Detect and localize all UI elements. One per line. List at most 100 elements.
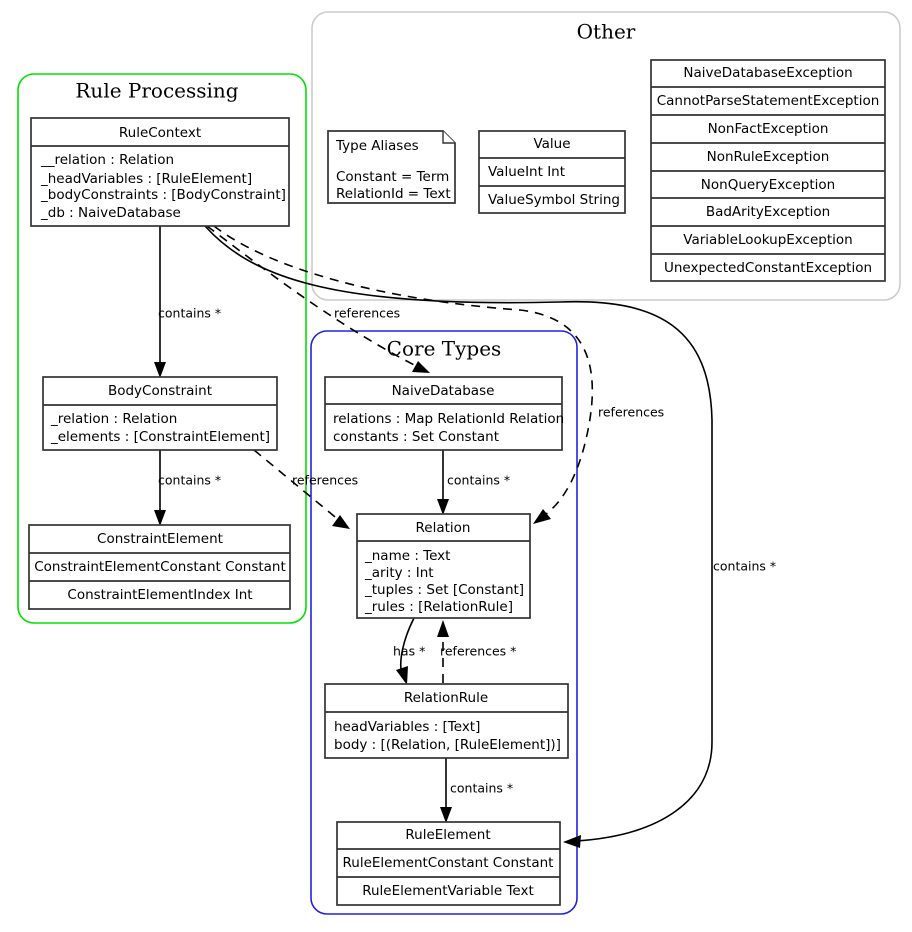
class-relation-rule-attr-0: headVariables : [Text] bbox=[334, 719, 480, 735]
class-value[interactable]: Value ValueInt Int ValueSymbol String bbox=[478, 130, 626, 214]
arrow-head bbox=[437, 620, 449, 637]
edge-path bbox=[204, 225, 713, 842]
class-exceptions-row-5: VariableLookupException bbox=[683, 232, 852, 248]
edge-naivedatabase-contains-relation: contains * bbox=[437, 450, 510, 515]
note-type-aliases-title: Type Aliases bbox=[335, 138, 419, 154]
class-relation-name: Relation bbox=[416, 520, 471, 536]
edge-rulecontext-contains-bodyconstraint: contains * bbox=[154, 226, 221, 378]
package-rule-processing: Rule Processing bbox=[17, 73, 307, 624]
edge-path bbox=[253, 449, 341, 522]
class-constraint-element-box bbox=[28, 524, 291, 610]
package-rule-processing-title: Rule Processing bbox=[75, 79, 238, 103]
class-relation-attr-1: _arity : Int bbox=[364, 565, 434, 581]
class-rule-element-row-1: RuleElementVariable Text bbox=[362, 883, 534, 899]
arrow-head bbox=[437, 499, 449, 515]
class-exceptions-row-0: CannotParseStatementException bbox=[657, 93, 880, 109]
arrow-head bbox=[332, 515, 350, 529]
class-naive-database-box bbox=[324, 376, 563, 451]
class-relation-rule[interactable]: RelationRule headVariables : [Text] body… bbox=[324, 683, 569, 759]
class-body-constraint-box bbox=[42, 376, 278, 451]
class-exceptions-row-4: BadArityException bbox=[706, 204, 830, 220]
class-exceptions-row-6: UnexpectedConstantException bbox=[664, 260, 872, 276]
edge-path bbox=[206, 225, 421, 369]
class-constraint-element-row-0: ConstraintElementConstant Constant bbox=[34, 559, 286, 575]
class-rule-context-attr-0: __relation : Relation bbox=[40, 152, 174, 168]
class-relation-rule-attr-1: body : [(Relation, [RuleElement])] bbox=[334, 737, 561, 753]
class-relation-attr-3: _rules : [RelationRule] bbox=[364, 599, 513, 615]
arrow-head bbox=[440, 807, 452, 823]
class-exceptions-row-2: NonRuleException bbox=[707, 149, 830, 165]
class-rule-context-attr-3: _db : NaiveDatabase bbox=[40, 205, 181, 221]
edge-label: references bbox=[334, 306, 400, 321]
class-body-constraint-attr-0: _relation : Relation bbox=[50, 411, 177, 427]
class-relation[interactable]: Relation _name : Text _arity : Int _tupl… bbox=[356, 513, 531, 619]
class-exceptions-row-3: NonQueryException bbox=[701, 177, 835, 193]
class-constraint-element[interactable]: ConstraintElement ConstraintElementConst… bbox=[28, 524, 291, 610]
class-relation-box bbox=[356, 513, 531, 619]
class-rule-context-box bbox=[30, 117, 290, 227]
class-body-constraint[interactable]: BodyConstraint _relation : Relation _ele… bbox=[42, 376, 278, 451]
arrow-head bbox=[154, 510, 166, 526]
arrow-head bbox=[533, 509, 551, 524]
note-type-aliases-body bbox=[327, 130, 456, 204]
class-relation-rule-box bbox=[324, 683, 569, 759]
edge-rulecontext-contains-ruleelement: contains * bbox=[204, 225, 776, 848]
class-value-name: Value bbox=[533, 136, 570, 152]
class-exceptions[interactable]: NaiveDatabaseException CannotParseStatem… bbox=[650, 59, 886, 282]
arrow-head bbox=[154, 362, 166, 378]
class-body-constraint-name: BodyConstraint bbox=[108, 383, 212, 399]
class-relation-rule-name: RelationRule bbox=[404, 690, 488, 706]
edge-label: contains * bbox=[158, 306, 221, 321]
note-type-aliases-fold-icon bbox=[442, 131, 455, 144]
class-naive-database-attr-1: constants : Set Constant bbox=[333, 429, 499, 445]
edge-label: has * bbox=[393, 644, 425, 659]
edge-bodyconstraint-contains-constraintelement: contains * bbox=[154, 450, 221, 526]
class-rule-element-name: RuleElement bbox=[405, 827, 490, 843]
edge-label: references bbox=[292, 473, 358, 488]
package-other-title: Other bbox=[577, 20, 636, 44]
note-type-aliases-line-0: Constant = Term bbox=[336, 169, 449, 185]
package-core-types-title: Core Types bbox=[387, 337, 502, 361]
class-rule-element-box bbox=[336, 821, 561, 906]
class-rule-context-attr-2: _bodyConstraints : [BodyConstraint] bbox=[40, 187, 286, 203]
class-naive-database-attr-0: relations : Map RelationId Relation bbox=[333, 411, 564, 427]
class-rule-element[interactable]: RuleElement RuleElementConstant Constant… bbox=[336, 821, 561, 906]
edge-label: contains * bbox=[447, 473, 510, 488]
edge-rulecontext-references-naivedatabase: references bbox=[206, 225, 430, 373]
class-rule-context[interactable]: RuleContext __relation : Relation _headV… bbox=[30, 117, 290, 227]
package-rule-processing-border bbox=[17, 73, 307, 624]
edge-label: contains * bbox=[158, 473, 221, 488]
class-naive-database-name: NaiveDatabase bbox=[392, 383, 495, 399]
edge-relationrule-contains-ruleelement: contains * bbox=[440, 758, 513, 823]
class-relation-attr-2: _tuples : Set [Constant] bbox=[364, 582, 524, 598]
class-relation-attr-0: _name : Text bbox=[364, 548, 450, 564]
class-exceptions-row-1: NonFactException bbox=[708, 121, 829, 137]
edge-path bbox=[213, 225, 594, 518]
class-body-constraint-attr-1: _elements : [ConstraintElement] bbox=[50, 429, 270, 445]
note-type-aliases[interactable]: Type Aliases Constant = Term RelationId … bbox=[327, 130, 456, 204]
class-value-box bbox=[478, 130, 626, 214]
arrow-head bbox=[396, 666, 408, 685]
package-other-border bbox=[311, 11, 901, 301]
class-constraint-element-row-1: ConstraintElementIndex Int bbox=[67, 587, 252, 603]
edge-bodyconstraint-references-relation: references bbox=[253, 449, 358, 529]
class-exceptions-name: NaiveDatabaseException bbox=[683, 65, 852, 81]
class-naive-database[interactable]: NaiveDatabase relations : Map RelationId… bbox=[324, 376, 564, 451]
class-rule-context-name: RuleContext bbox=[119, 125, 201, 141]
class-value-row-0: ValueInt Int bbox=[488, 164, 565, 180]
package-core-types: Core Types bbox=[310, 330, 578, 915]
package-core-types-border bbox=[310, 330, 578, 915]
edge-label: contains * bbox=[713, 559, 776, 574]
class-rule-element-row-0: RuleElementConstant Constant bbox=[343, 855, 554, 871]
edge-label: references bbox=[598, 405, 664, 420]
class-value-row-1: ValueSymbol String bbox=[488, 192, 620, 208]
edge-label: contains * bbox=[450, 781, 513, 796]
edge-rulecontext-references-relation: references bbox=[213, 225, 664, 524]
edge-relation-has-relationrule: has * bbox=[393, 617, 425, 685]
edge-label: references * bbox=[440, 644, 516, 659]
class-rule-context-attr-1: _headVariables : [RuleElement] bbox=[40, 171, 252, 187]
package-other: Other bbox=[311, 11, 901, 301]
edge-relationrule-references-relation: references * bbox=[437, 620, 516, 683]
